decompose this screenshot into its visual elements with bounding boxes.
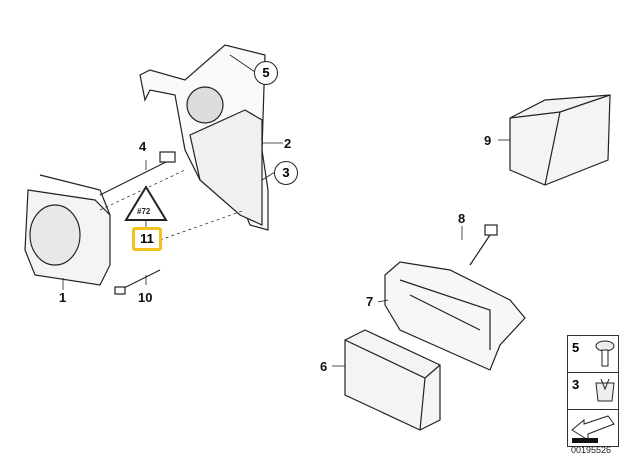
callout-10[interactable]: 10 xyxy=(138,290,153,305)
legend-number: 3 xyxy=(572,377,580,392)
diagram-code: 00195526 xyxy=(571,445,612,455)
callout-6[interactable]: 6 xyxy=(320,359,328,374)
clip-nut-icon xyxy=(595,378,615,402)
legend-item-clip-nut[interactable]: 3 xyxy=(568,373,618,410)
screw-icon xyxy=(595,340,615,367)
view-direction-arrow xyxy=(568,410,618,446)
callout-7[interactable]: 7 xyxy=(366,294,374,309)
callout-4[interactable]: 4 xyxy=(139,139,147,154)
callout-5[interactable]: 5 xyxy=(254,61,278,85)
sensor-unit xyxy=(344,329,441,431)
legend-number: 5 xyxy=(572,340,580,355)
callout-1[interactable]: 1 xyxy=(59,290,67,305)
arrow-icon xyxy=(571,415,615,443)
callout-9[interactable]: 9 xyxy=(484,133,492,148)
hardware-legend: 5 3 xyxy=(567,335,619,447)
callout-8[interactable]: 8 xyxy=(458,211,466,226)
sensor-lens xyxy=(29,204,81,266)
control-module xyxy=(509,94,611,186)
bracket-plate xyxy=(189,109,263,226)
svg-text:#72: #72 xyxy=(137,207,151,216)
callout-2[interactable]: 2 xyxy=(284,136,292,151)
callout-11-highlighted[interactable]: 11 xyxy=(132,227,162,251)
legend-item-screw[interactable]: 5 xyxy=(568,336,618,373)
bracket-hole xyxy=(186,86,224,124)
callout-3[interactable]: 3 xyxy=(274,161,298,185)
